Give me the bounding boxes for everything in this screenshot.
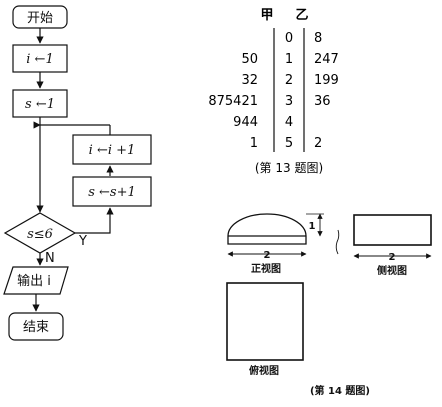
top-view-label: 俯视图 [249,364,279,377]
side-view-label: 侧视图 [377,264,407,277]
start-label: 开始 [27,11,53,26]
yes-label: Y [78,234,87,249]
leaf-right: 247 [314,52,339,67]
front-dim-height: 1 [309,221,316,232]
three-view-caption: (第 14 题图) [310,384,370,397]
leaf-left: 1 [250,136,258,151]
side-dim-width: 2 [389,252,396,263]
output-label: 输出 i [17,273,51,289]
flowchart-labels: 开始 i ←1 s ←1 i ←i +1 s ←s+1 s≤6 Y N 输出 i… [17,11,136,335]
update-i-box [72,134,152,165]
front-dim-width: 2 [264,250,271,261]
stem-value: 0 [285,31,293,46]
stem-caption: (第 13 题图) [255,161,323,175]
init-s-label: s ←1 [25,97,55,112]
leaf-right: 2 [314,136,322,151]
leaf-right: 8 [314,31,322,46]
leaf-left: 944 [233,115,258,130]
squiggle-mark [335,229,340,255]
update-s-box [72,176,152,207]
front-view-label: 正视图 [251,262,281,275]
leaf-left: 875421 [208,94,258,109]
stem-value: 5 [285,136,293,151]
three-view-labels: 2 1 正视图 2 侧视图 俯视图 (第 14 题图) [249,221,407,397]
update-s-label: s ←s+1 [88,185,136,200]
front-view-outline [227,213,307,245]
output-parallelogram [3,266,69,295]
stem-leaf-plot: 甲 乙 0 8 50 1 247 32 2 199 875421 3 36 944 4 1 5 2 (第 13… [208,8,338,175]
init-i-label: i ←1 [26,52,53,67]
header-left: 甲 [260,8,273,23]
top-view-rect [226,282,304,361]
flowchart [3,5,152,341]
stem-value: 2 [285,73,293,88]
no-label: N [45,251,55,266]
leaf-left: 32 [241,73,258,88]
update-i-label: i ←i +1 [89,143,136,158]
leaf-right: 36 [314,94,331,109]
three-view-figure [226,213,432,361]
leaf-right: 199 [314,73,339,88]
stem-value: 4 [285,115,293,130]
stem-value: 1 [285,52,293,67]
condition-label: s≤6 [27,227,53,242]
end-label: 结束 [23,320,49,335]
stem-rows: 0 8 50 1 247 32 2 199 875421 3 36 944 4 1 5 2 [208,31,338,151]
end-terminal [8,312,64,341]
stem-value: 3 [285,94,293,109]
leaf-left: 50 [241,52,258,67]
side-view-rect [353,214,432,246]
header-right: 乙 [295,8,308,23]
